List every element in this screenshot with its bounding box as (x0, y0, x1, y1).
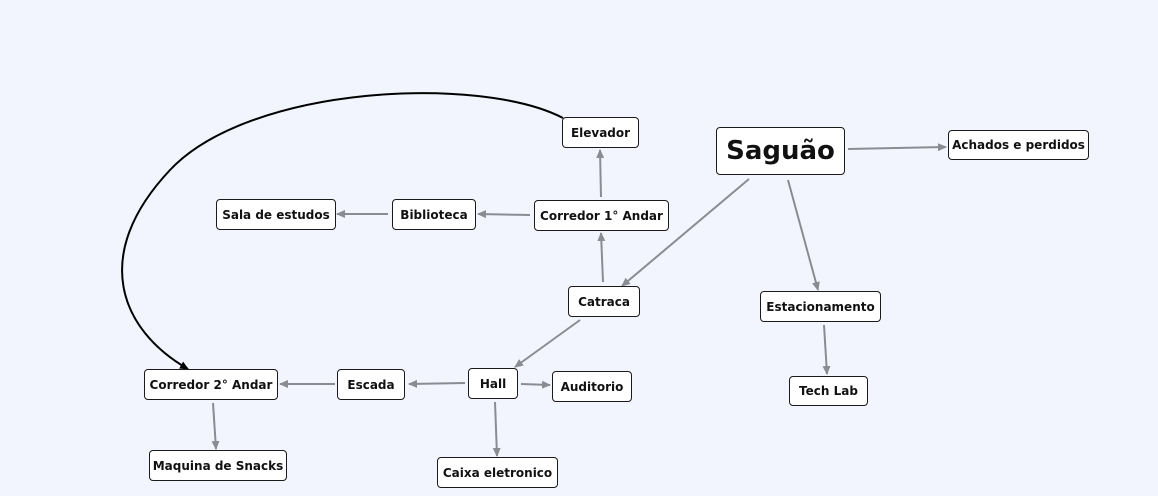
edge-corredor1-elevador (596, 149, 605, 198)
node-elevador[interactable]: Elevador (562, 117, 639, 148)
edge-corredor2-snacks (211, 402, 220, 450)
node-maquina-de-snacks[interactable]: Maquina de Snacks (149, 450, 287, 481)
node-escada[interactable]: Escada (337, 369, 405, 400)
node-hall[interactable]: Hall (468, 368, 518, 399)
edge-catraca-hall (514, 319, 581, 368)
edge-catraca-corredor1 (597, 232, 606, 283)
edge-elevador-corredor2 (121, 92, 564, 370)
node-corredor-2-andar[interactable]: Corredor 2° Andar (144, 369, 278, 400)
edge-hall-auditorio (520, 380, 551, 389)
edge-hall-caixa (492, 401, 501, 457)
edge-estacionamento-techlab (822, 324, 831, 375)
node-catraca[interactable]: Catraca (568, 286, 640, 317)
node-saguao[interactable]: Saguão (716, 127, 845, 175)
node-auditorio[interactable]: Auditorio (552, 371, 632, 402)
node-tech-lab[interactable]: Tech Lab (789, 376, 868, 406)
node-caixa-eletronico[interactable]: Caixa eletronico (437, 457, 558, 488)
edge-corredor1-biblioteca (477, 210, 531, 219)
edge-hall-escada (408, 379, 466, 388)
node-corredor-1-andar[interactable]: Corredor 1° Andar (534, 200, 669, 231)
edge-saguao-catraca (621, 178, 750, 287)
edge-saguao-estacionamento (787, 179, 820, 291)
edge-saguao-achados (847, 143, 947, 152)
node-biblioteca[interactable]: Biblioteca (392, 199, 476, 230)
node-sala-de-estudos[interactable]: Sala de estudos (216, 199, 336, 230)
node-estacionamento[interactable]: Estacionamento (760, 291, 881, 322)
node-achados-e-perdidos[interactable]: Achados e perdidos (948, 130, 1089, 160)
